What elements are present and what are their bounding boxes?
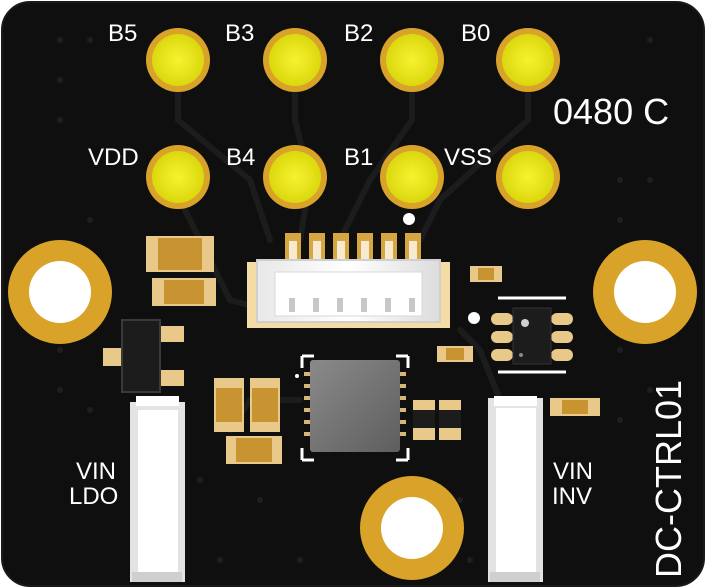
- pad-B4[interactable]: [263, 145, 327, 209]
- vin-inv-label-line2: INV: [552, 483, 592, 510]
- mounting-hole-right: [593, 240, 697, 344]
- capacitor-c2: [152, 278, 216, 306]
- diode-d2: [439, 400, 461, 440]
- capacitor-c1: [146, 236, 214, 272]
- pad-label-B4: B4: [226, 144, 255, 171]
- capacitor-c5: [226, 436, 282, 464]
- vin-ldo-label-line1: VIN: [76, 458, 116, 485]
- ic-qfn-main: [295, 354, 410, 462]
- pad-label-B3: B3: [225, 20, 254, 47]
- board-code-label: 0480 C: [553, 91, 669, 132]
- pad-VSS[interactable]: [496, 145, 560, 209]
- capacitor-c4: [250, 378, 280, 432]
- capacitor-c3: [214, 378, 244, 432]
- resistor-r3: [550, 398, 600, 416]
- pad-label-B2: B2: [344, 20, 373, 47]
- pad-label-B5: B5: [108, 20, 137, 47]
- mounting-hole-left: [8, 240, 112, 344]
- via-dot: [403, 213, 415, 225]
- pad-B3[interactable]: [263, 28, 327, 92]
- via-dot: [468, 312, 480, 324]
- pad-label-B0: B0: [461, 20, 490, 47]
- connector-header[interactable]: [247, 233, 450, 328]
- vias: [57, 37, 653, 563]
- pad-B2[interactable]: [380, 28, 444, 92]
- vin-inv-label-line1: VIN: [553, 458, 593, 485]
- component-vin-ldo: [130, 396, 185, 582]
- pad-label-VSS: VSS: [444, 144, 492, 171]
- pad-B1[interactable]: [380, 145, 444, 209]
- mounting-hole-bottom: [360, 476, 464, 580]
- board-name-label: DC-CTRL01: [648, 380, 689, 578]
- pad-B0[interactable]: [496, 28, 560, 92]
- ic-soic: [491, 296, 573, 374]
- vin-ldo-label-line2: LDO: [69, 483, 118, 510]
- pad-label-VDD: VDD: [88, 144, 139, 171]
- resistor-r2: [437, 346, 473, 362]
- pad-B5[interactable]: [146, 28, 210, 92]
- component-vin-inv: [488, 396, 543, 582]
- diode-d1: [413, 400, 435, 440]
- pad-label-B1: B1: [344, 144, 373, 171]
- transistor-q1: [103, 319, 184, 393]
- resistor-r1: [470, 266, 502, 282]
- pad-VDD[interactable]: [146, 145, 210, 209]
